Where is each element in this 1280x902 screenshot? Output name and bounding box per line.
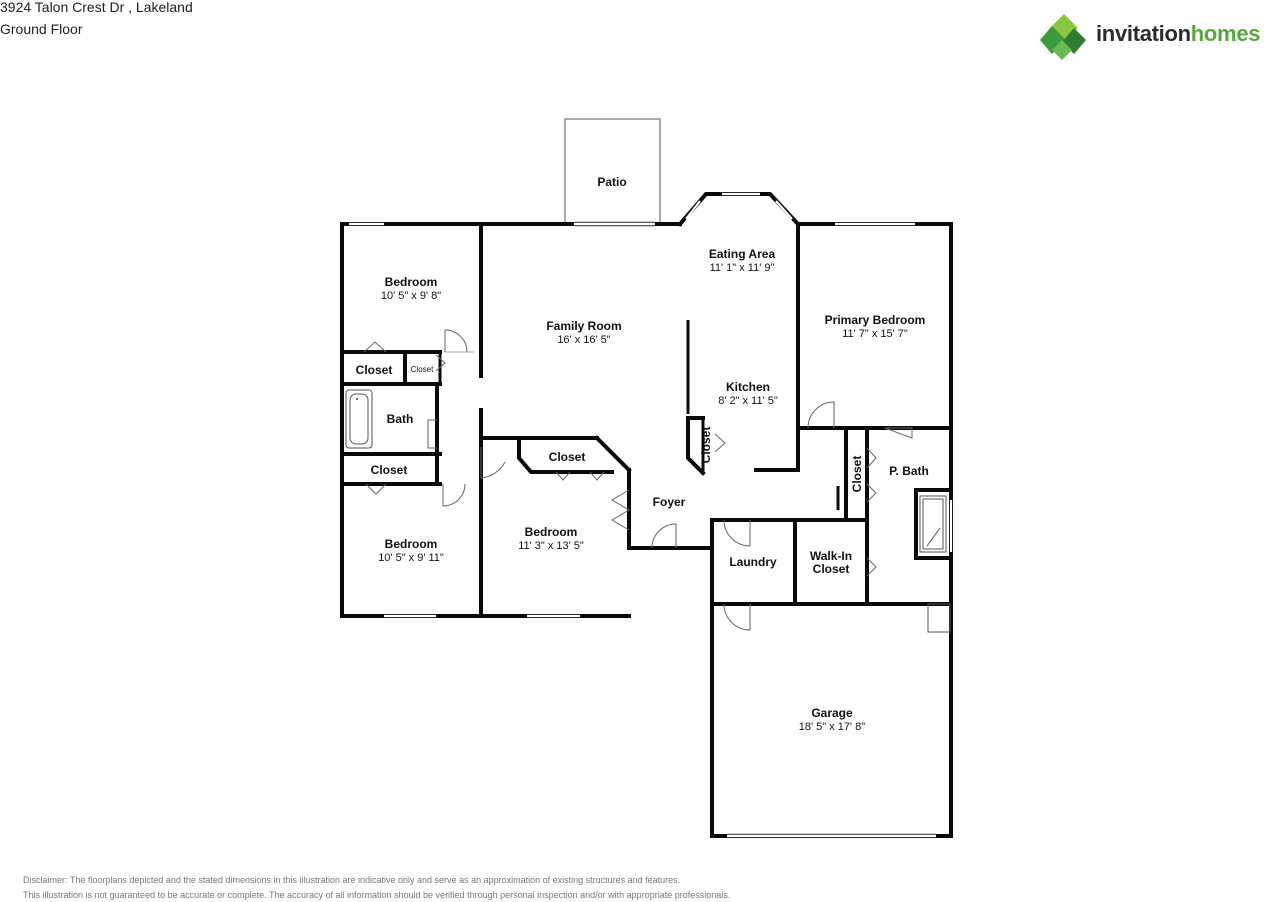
label-laundry: Laundry [729, 555, 777, 569]
disclaimer-line-1: Disclaimer: The floorplans depicted and … [23, 875, 681, 885]
doors [363, 329, 913, 631]
label-kitchen: Kitchen [726, 380, 770, 394]
label-bath: Bath [387, 412, 414, 426]
logo-word-invitation: invitation [1096, 21, 1191, 46]
label-closet-a: Closet [356, 363, 393, 377]
label-garage: Garage [811, 706, 853, 720]
dims-bedroom-mid: 11' 3" x 13' 5" [518, 540, 584, 552]
patio-outline [564, 118, 661, 225]
label-family-room: Family Room [546, 319, 621, 333]
dims-primary-bedroom: 11' 7" x 15' 7" [842, 328, 908, 340]
dims-kitchen: 8' 2" x 11' 5" [718, 395, 778, 407]
label-closet-kitchen: Closet [699, 427, 713, 464]
property-address: 3924 Talon Crest Dr , Lakeland [0, 0, 193, 15]
brand-logo: invitationhomes [1040, 12, 1276, 60]
fixtures [345, 389, 951, 633]
interior-walls [340, 222, 953, 618]
garage-step [927, 603, 951, 633]
logo-wordmark: invitationhomes [1096, 21, 1261, 47]
label-foyer: Foyer [653, 495, 686, 509]
label-primary-bedroom: Primary Bedroom [825, 313, 926, 327]
label-bedroom-sw: Bedroom [385, 537, 438, 551]
dims-bedroom-sw: 10' 5" x 9' 11" [378, 552, 444, 564]
label-walkin-closet-2: Closet [813, 562, 850, 576]
disclaimer-line-2: This illustration is not guaranteed to b… [23, 890, 731, 900]
shower-icon [919, 495, 947, 553]
label-p-bath: P. Bath [889, 464, 929, 478]
label-bedroom-mid: Bedroom [525, 525, 578, 539]
windows [349, 192, 953, 838]
label-patio: Patio [597, 175, 626, 189]
label-eating-area: Eating Area [709, 247, 776, 261]
door-arc-icon [444, 329, 468, 353]
dims-bedroom-nw: 10' 5" x 9' 8" [381, 290, 441, 302]
dims-eating-area: 11' 1" x 11' 9" [710, 262, 775, 274]
logo-word-homes: homes [1190, 21, 1261, 46]
label-closet-c: Closet [549, 450, 586, 464]
label-closet-small: Closet [411, 365, 434, 374]
dims-family-room: 16' x 16' 5" [557, 334, 610, 346]
bathtub-icon [345, 389, 373, 449]
label-closet-pbath: Closet [850, 456, 864, 493]
logo-mark-icon [1040, 14, 1086, 60]
floor-label: Ground Floor [0, 21, 83, 37]
label-bedroom-nw: Bedroom [385, 275, 438, 289]
label-closet-d: Closet [371, 463, 408, 477]
label-walkin-closet-1: Walk-In [810, 549, 852, 563]
dims-garage: 18' 5" x 17' 8" [799, 721, 866, 733]
